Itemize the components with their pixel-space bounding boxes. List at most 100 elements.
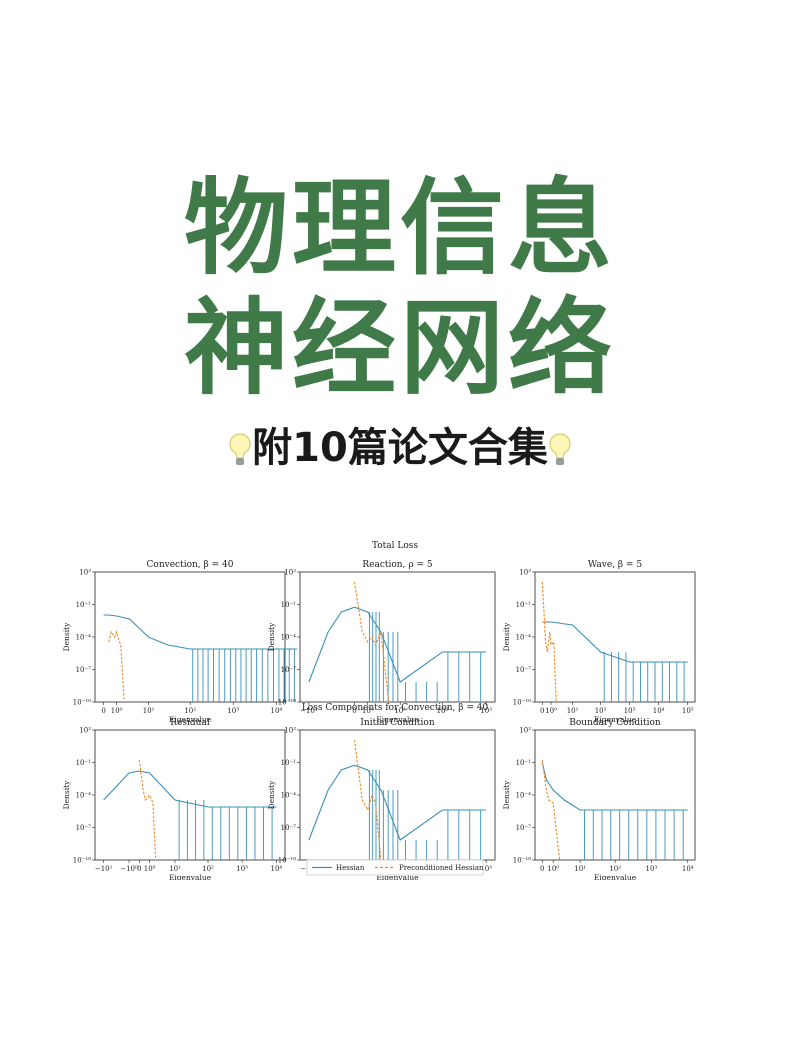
x-axis-label: Eigenvalue	[169, 715, 212, 724]
y-tick-label: 10²	[284, 727, 296, 735]
series-line-hessian	[103, 770, 277, 808]
x-tick-label: 0	[137, 865, 141, 873]
x-tick-label: 0	[540, 707, 544, 715]
y-tick-label: 10⁻¹	[281, 759, 297, 767]
y-tick-label: 10²	[79, 727, 91, 735]
x-tick-label: 0	[101, 707, 105, 715]
title-line-1: 物理信息	[183, 167, 616, 289]
panel-2: Reaction, ρ = 5 10² 10⁻¹ 10⁻⁴ 10⁻⁷ 10⁻¹⁰ −10¹ 0…	[267, 560, 496, 724]
y-axis-label: Density	[267, 780, 276, 810]
subtitle-text: 附10篇论文合集	[252, 425, 548, 471]
figure-eigenvalue-density: Total Loss Loss Components for Convectio…	[62, 541, 696, 880]
x-tick-label: 10³	[646, 865, 658, 873]
y-tick-label: 10²	[519, 569, 531, 577]
y-axis-label: Density	[267, 622, 276, 652]
y-tick-label: 10⁻⁷	[281, 666, 297, 674]
x-tick-label: −10⁰	[120, 865, 138, 873]
x-tick-label: 10⁰	[111, 707, 123, 715]
y-tick-label: 10⁻⁴	[281, 792, 297, 800]
x-tick-label: 10⁴	[653, 707, 665, 715]
y-tick-label: 10⁻¹	[281, 601, 297, 609]
x-tick-label: 10²	[609, 865, 621, 873]
y-tick-label: 10⁻¹⁰	[73, 699, 91, 707]
x-axis-label: Eigenvalue	[594, 873, 637, 880]
x-tick-label: 10³	[624, 707, 636, 715]
y-axis-label: Density	[62, 622, 71, 652]
x-tick-label: 10¹	[567, 707, 579, 715]
y-tick-label: 10⁻⁷	[516, 824, 532, 832]
y-axis-label: Density	[62, 780, 71, 810]
plot-frame	[534, 571, 696, 703]
y-tick-label: 10⁻⁷	[76, 666, 92, 674]
y-axis-label: Density	[502, 780, 511, 810]
y-tick-label: 10²	[79, 569, 91, 577]
plot-frame	[94, 729, 286, 861]
x-tick-label: 10⁰	[144, 865, 156, 873]
series-line-hessian	[308, 606, 487, 683]
x-tick-label: 10³	[480, 707, 492, 715]
y-tick-label: 10⁻⁴	[516, 792, 532, 800]
x-tick-label: 0	[540, 865, 544, 873]
series-line-hessian	[103, 614, 297, 650]
panel-title: Reaction, ρ = 5	[362, 560, 432, 570]
x-axis-label: Eigenvalue	[376, 715, 419, 724]
y-tick-label: 10⁻⁴	[281, 634, 297, 642]
series-line-hessian	[542, 621, 688, 663]
x-tick-label: 10⁰	[547, 865, 559, 873]
x-tick-label: 10²	[595, 707, 607, 715]
y-tick-label: 10⁻¹⁰	[278, 857, 296, 865]
panel-title: Residual	[170, 718, 210, 728]
x-tick-label: 10²	[202, 865, 214, 873]
title-line-2: 神经网络	[183, 287, 616, 409]
panel-title: Initial Condition	[360, 718, 434, 728]
x-tick-label: 10⁰	[545, 707, 557, 715]
y-tick-label: 10²	[519, 727, 531, 735]
series-line-preconditioned	[138, 759, 157, 861]
series-line-preconditioned	[541, 581, 557, 703]
y-tick-label: 10²	[284, 569, 296, 577]
x-tick-label: 10³	[227, 707, 239, 715]
y-tick-label: 10⁻¹	[76, 601, 92, 609]
y-tick-label: 10⁻⁷	[516, 666, 532, 674]
y-axis-label: Density	[502, 622, 511, 652]
x-tick-label: 10¹	[143, 707, 155, 715]
figure-top-title: Total Loss	[372, 541, 418, 551]
x-tick-label: 10¹	[574, 865, 586, 873]
y-tick-label: 10⁻⁴	[76, 792, 92, 800]
y-tick-label: 10⁻¹	[76, 759, 92, 767]
x-tick-label: −10¹	[300, 707, 318, 715]
lightbulb-icon	[229, 433, 251, 465]
x-tick-label: 0	[352, 707, 356, 715]
legend: Hessian Preconditioned Hessian	[306, 859, 484, 876]
figure-mid-title: Loss Components for Convection, β = 40	[302, 703, 489, 713]
y-tick-label: 10⁻¹⁰	[278, 699, 296, 707]
x-axis-label: Eigenvalue	[594, 715, 637, 724]
x-tick-label: 10⁴	[682, 865, 694, 873]
panel-title: Boundary Condition	[569, 718, 661, 728]
x-axis-label: Eigenvalue	[169, 873, 212, 880]
x-tick-label: 10⁴	[271, 865, 283, 873]
legend-label-hessian: Hessian	[336, 864, 365, 872]
series-line-preconditioned	[353, 739, 382, 861]
y-tick-label: 10⁻¹⁰	[513, 699, 531, 707]
panel-title: Wave, β = 5	[588, 560, 642, 570]
y-tick-label: 10⁻⁷	[281, 824, 297, 832]
panel-5: Initial Condition10²10⁻¹10⁻⁴10⁻⁷10⁻¹⁰−10…	[267, 718, 496, 880]
series-line-hessian	[308, 764, 487, 841]
x-tick-label: 10⁰	[362, 707, 374, 715]
lightbulb-icon	[549, 433, 571, 465]
x-tick-label: 10⁵	[682, 707, 694, 715]
series-line-preconditioned	[541, 759, 561, 861]
x-tick-label: −10¹	[95, 865, 113, 873]
y-tick-label: 10⁻⁴	[76, 634, 92, 642]
y-tick-label: 10⁻¹	[516, 759, 532, 767]
series-line-hessian	[541, 762, 688, 811]
y-tick-label: 10⁻⁴	[516, 634, 532, 642]
x-tick-label: 10²	[184, 707, 196, 715]
series-line-preconditioned	[353, 581, 390, 703]
panel-title: Convection, β = 40	[147, 560, 234, 570]
